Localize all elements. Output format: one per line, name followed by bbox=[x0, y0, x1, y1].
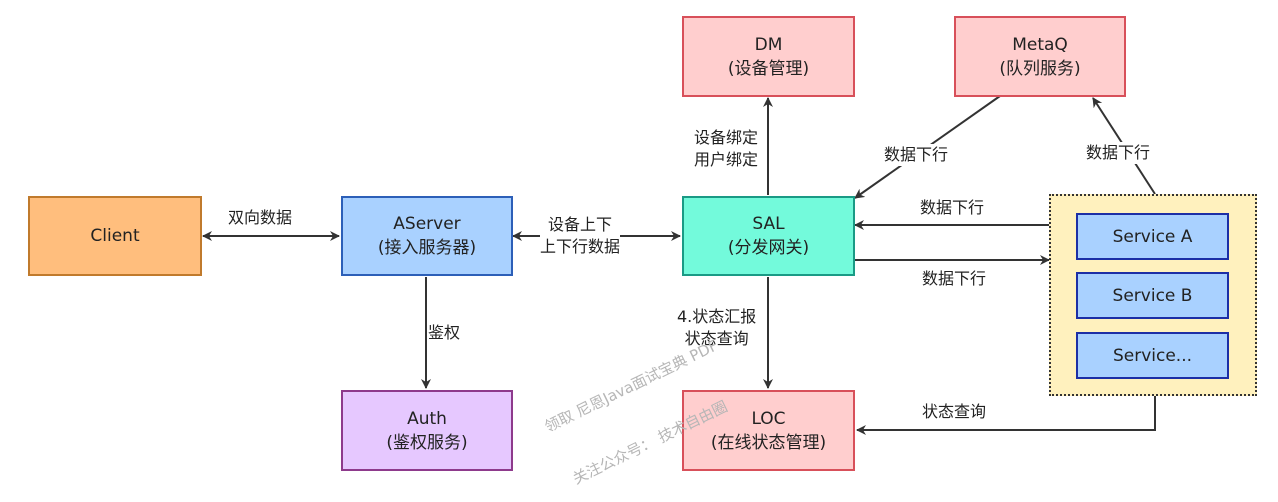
edge-label-sal-services: 数据下行 bbox=[922, 269, 987, 288]
edge-label-metaq-sal: 数据下行 bbox=[884, 144, 949, 166]
auth-node: Auth (鉴权服务) bbox=[341, 390, 513, 471]
service-more-label: Service... bbox=[1112, 345, 1193, 366]
edge-label-services-metaq: 数据下行 bbox=[1086, 142, 1151, 164]
loc-title: LOC bbox=[751, 408, 786, 429]
metaq-node: MetaQ (队列服务) bbox=[954, 16, 1126, 97]
edge-label-sal-dm: 设备绑定 用户绑定 bbox=[694, 127, 759, 171]
edge-label-services-sal: 数据下行 bbox=[920, 198, 985, 217]
dm-title: DM bbox=[754, 34, 783, 55]
aserver-node: AServer (接入服务器) bbox=[341, 196, 513, 276]
edge-label-client-aserver: 双向数据 bbox=[228, 207, 293, 229]
service-more-node: Service... bbox=[1076, 332, 1229, 379]
auth-subtitle: (鉴权服务) bbox=[386, 432, 468, 453]
service-a-node: Service A bbox=[1076, 213, 1229, 260]
metaq-title: MetaQ bbox=[1012, 34, 1068, 55]
edge-label-aserver-sal: 设备上下 上下行数据 bbox=[540, 214, 621, 258]
service-b-label: Service B bbox=[1112, 285, 1193, 306]
aserver-subtitle: (接入服务器) bbox=[377, 238, 477, 258]
auth-title: Auth bbox=[407, 408, 447, 429]
service-b-node: Service B bbox=[1076, 272, 1229, 319]
metaq-subtitle: (队列服务) bbox=[999, 58, 1081, 79]
aserver-title: AServer bbox=[393, 214, 461, 234]
loc-subtitle: (在线状态管理) bbox=[710, 432, 827, 453]
sal-node: SAL (分发网关) bbox=[682, 196, 855, 276]
edge-label-sal-loc: 4.状态汇报 状态查询 bbox=[677, 306, 757, 350]
client-node: Client bbox=[28, 196, 202, 276]
sal-title: SAL bbox=[752, 214, 785, 234]
edge-label-aserver-auth: 鉴权 bbox=[428, 322, 461, 344]
edge-label-services-loc: 状态查询 bbox=[922, 402, 987, 421]
sal-subtitle: (分发网关) bbox=[727, 238, 810, 258]
loc-node: LOC (在线状态管理) bbox=[682, 390, 855, 471]
dm-subtitle: (设备管理) bbox=[727, 58, 810, 79]
client-title: Client bbox=[90, 226, 140, 246]
service-a-label: Service A bbox=[1112, 226, 1193, 247]
edge-services-loc bbox=[856, 396, 1156, 435]
dm-node: DM (设备管理) bbox=[682, 16, 855, 97]
